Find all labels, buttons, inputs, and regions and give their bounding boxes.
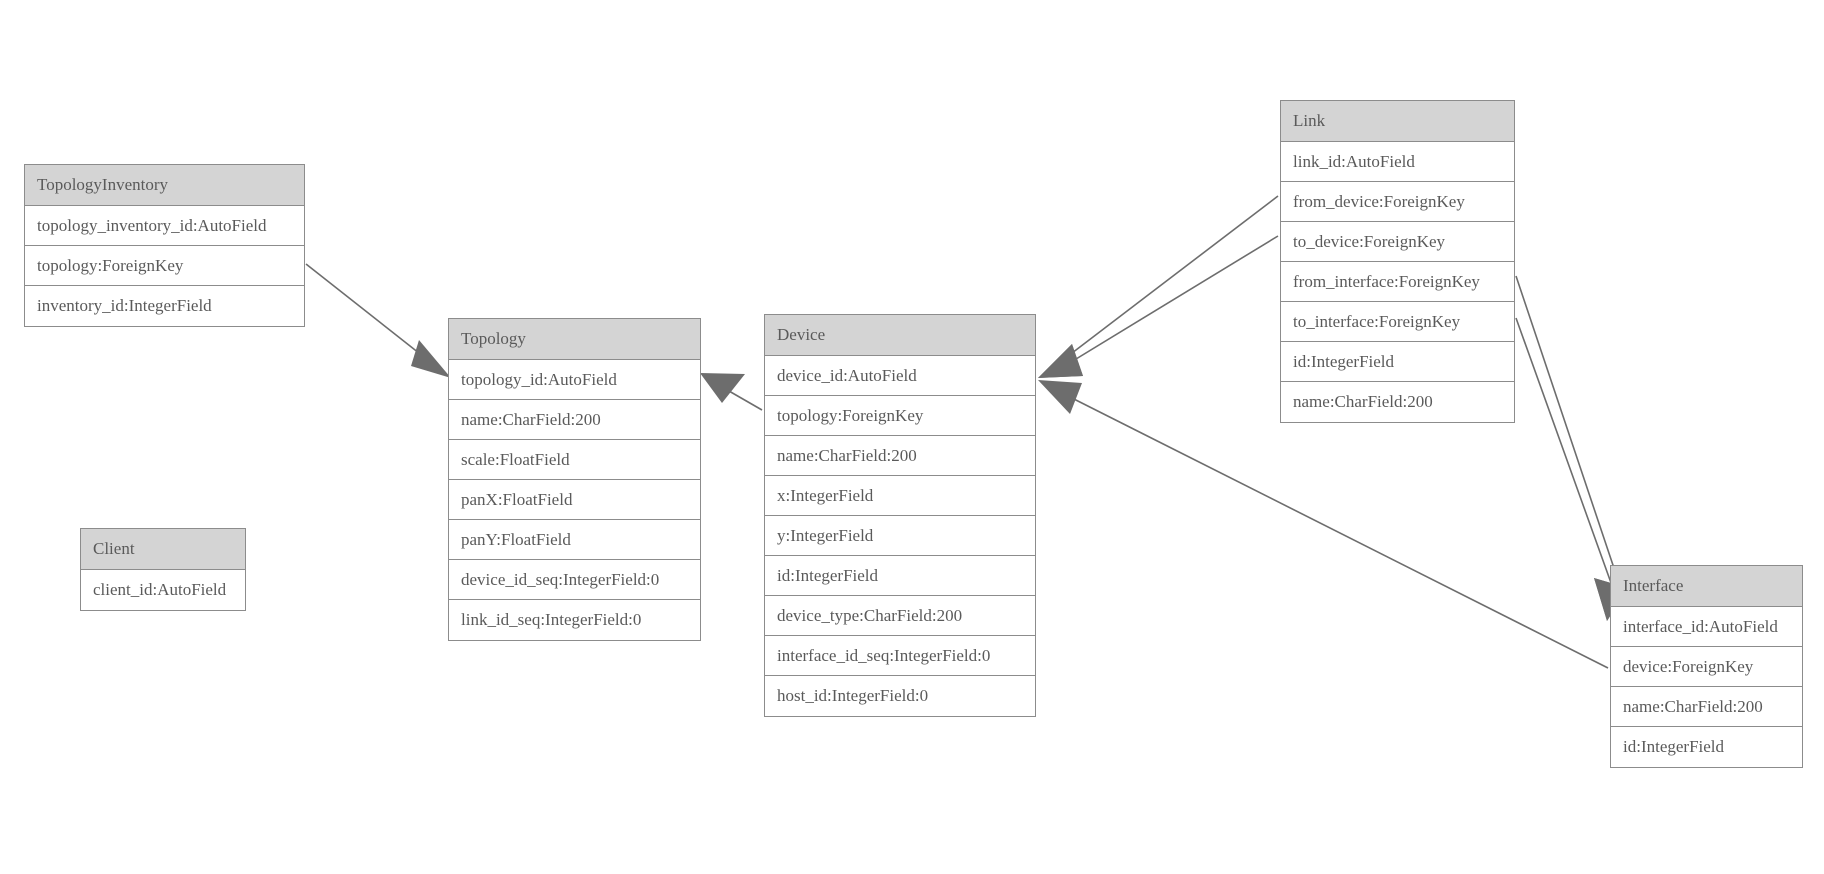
field-row: to_device:ForeignKey xyxy=(1281,222,1514,262)
field-row: device_type:CharField:200 xyxy=(765,596,1035,636)
field-row: client_id:AutoField xyxy=(93,580,227,599)
entity-client[interactable]: Client client_id:AutoField xyxy=(80,528,246,611)
entity-title: Interface xyxy=(1611,566,1802,607)
entity-interface[interactable]: Interface interface_id:AutoField device:… xyxy=(1610,565,1803,768)
field-row: topology:ForeignKey xyxy=(25,246,304,286)
field-row: id:IntegerField xyxy=(765,556,1035,596)
entity-field-list: interface_id:AutoField device:ForeignKey… xyxy=(1611,607,1802,767)
entity-title: Device xyxy=(765,315,1035,356)
field-row: scale:FloatField xyxy=(449,440,700,480)
entity-field-list: device_id:AutoField topology:ForeignKey … xyxy=(765,356,1035,716)
rel-interface-device xyxy=(1038,380,1609,669)
entity-topology-inventory[interactable]: TopologyInventory topology_inventory_id:… xyxy=(24,164,305,327)
field-row: interface_id:AutoField xyxy=(1611,607,1802,647)
field-row: interface_id_seq:IntegerField:0 xyxy=(765,636,1035,676)
rel-device-topology xyxy=(700,373,763,411)
field-row: topology:ForeignKey xyxy=(765,396,1035,436)
rel-link-from-device xyxy=(1038,195,1279,378)
rel-link-to-device xyxy=(1038,235,1279,378)
field-row: link_id:AutoField xyxy=(1281,142,1514,182)
field-row: to_interface:ForeignKey xyxy=(1281,302,1514,342)
entity-link[interactable]: Link link_id:AutoField from_device:Forei… xyxy=(1280,100,1515,423)
entity-title: Topology xyxy=(449,319,700,360)
field-row: x:IntegerField xyxy=(765,476,1035,516)
field-row: y:IntegerField xyxy=(765,516,1035,556)
entity-field-list: topology_id:AutoField name:CharField:200… xyxy=(449,360,700,640)
field-row: topology_inventory_id:AutoField xyxy=(25,206,304,246)
field-row: device_id_seq:IntegerField:0 xyxy=(449,560,700,600)
field-row: link_id_seq:IntegerField:0 xyxy=(461,610,642,629)
field-row: device:ForeignKey xyxy=(1611,647,1802,687)
entity-device[interactable]: Device device_id:AutoField topology:Fore… xyxy=(764,314,1036,717)
field-row: name:CharField:200 xyxy=(765,436,1035,476)
entity-title: Client xyxy=(81,529,245,570)
entity-field-list: client_id:AutoField xyxy=(81,570,245,610)
entity-field-list: link_id:AutoField from_device:ForeignKey… xyxy=(1281,142,1514,422)
field-row: from_interface:ForeignKey xyxy=(1281,262,1514,302)
entity-topology[interactable]: Topology topology_id:AutoField name:Char… xyxy=(448,318,701,641)
field-row: name:CharField:200 xyxy=(1611,687,1802,727)
field-row: id:IntegerField xyxy=(1281,342,1514,382)
field-row: name:CharField:200 xyxy=(449,400,700,440)
entity-field-list: topology_inventory_id:AutoField topology… xyxy=(25,206,304,326)
field-row: inventory_id:IntegerField xyxy=(37,296,212,315)
field-row: panX:FloatField xyxy=(449,480,700,520)
rel-topologyinventory-topology xyxy=(305,263,451,378)
field-row: host_id:IntegerField:0 xyxy=(777,686,929,705)
entity-title: Link xyxy=(1281,101,1514,142)
field-row: topology_id:AutoField xyxy=(449,360,700,400)
field-row: name:CharField:200 xyxy=(1293,392,1433,411)
field-row: from_device:ForeignKey xyxy=(1281,182,1514,222)
entity-title: TopologyInventory xyxy=(25,165,304,206)
field-row: panY:FloatField xyxy=(449,520,700,560)
field-row: id:IntegerField xyxy=(1623,737,1725,756)
field-row: device_id:AutoField xyxy=(765,356,1035,396)
